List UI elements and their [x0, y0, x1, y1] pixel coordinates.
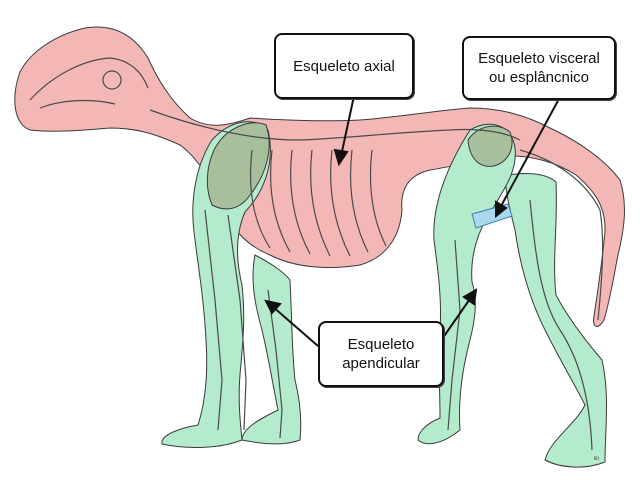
front-far-forelimb-region [241, 254, 302, 445]
scapula-overlap-region [206, 122, 270, 210]
bone-outlines [29, 57, 604, 451]
rear-hindlimb-region [417, 123, 516, 445]
label-apendicular: Esqueleto apendicular [318, 321, 444, 387]
label-axial: Esqueleto axial [274, 33, 414, 99]
pelvis-overlap-region [467, 125, 513, 167]
label-apendicular-line-2: apendicular [342, 355, 420, 372]
apendicular-arrow-left [271, 305, 319, 347]
axial-arrow [340, 95, 355, 157]
corner-mark: ɐı [594, 456, 599, 462]
visceral-arrow [499, 96, 561, 209]
label-visceral: Esqueleto visceral ou esplâncnico [462, 36, 616, 100]
label-axial-line-1: Esqueleto axial [293, 57, 395, 75]
apendicular-arrowhead-right [462, 288, 478, 306]
visceral-arrowhead [495, 200, 508, 219]
label-visceral-line-2: ou esplâncnico [488, 69, 590, 86]
apendicular-arrow-right [439, 295, 473, 343]
label-visceral-line-1: Esqueleto visceral [478, 50, 600, 67]
label-apendicular-line-1: Esqueleto [347, 336, 415, 353]
apendicular-arrowhead-left [264, 299, 282, 315]
axial-arrowhead [333, 148, 349, 167]
leader-arrows [264, 95, 561, 347]
rear-far-hindlimb-region [504, 173, 608, 468]
